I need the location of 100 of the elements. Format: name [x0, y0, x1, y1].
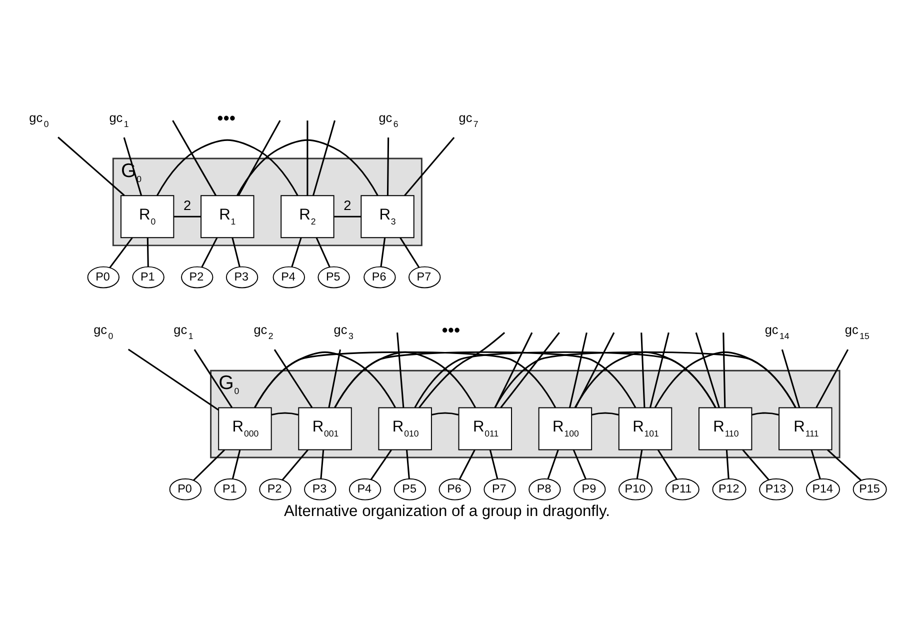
connector — [254, 350, 556, 408]
connector — [458, 449, 476, 480]
node-ellipse: P1 — [132, 266, 164, 288]
node-ellipse: P6 — [364, 266, 396, 288]
connector — [742, 448, 770, 480]
connector — [174, 215, 201, 217]
connector — [109, 236, 133, 268]
connector — [781, 348, 800, 408]
connector — [291, 237, 302, 267]
node-ellipse: P12 — [712, 478, 746, 500]
connector — [810, 449, 821, 479]
connector — [328, 348, 342, 408]
node-box: R$_{011}$ — [458, 406, 512, 450]
connector — [320, 449, 324, 478]
connector — [816, 348, 849, 408]
connector — [657, 448, 678, 480]
connector — [194, 348, 233, 408]
connector — [752, 412, 779, 415]
node-box: R$_{2}$ — [280, 194, 334, 238]
caption: Alternative organization of a group in dragonfly. — [284, 502, 610, 520]
connector — [370, 448, 392, 480]
node-ellipse: P5 — [394, 478, 426, 500]
connector — [414, 350, 716, 408]
node-ellipse: P2 — [259, 478, 292, 500]
node-text: gc$_{14}$ — [764, 322, 790, 340]
connector — [232, 449, 241, 479]
node-ellipse: P7 — [408, 266, 441, 288]
node-text: gc$_{2}$ — [254, 322, 274, 340]
node-ellipse: P7 — [484, 478, 516, 500]
connector — [406, 449, 410, 478]
edge-label: 2 — [183, 197, 192, 212]
node-ellipse: P1 — [214, 478, 246, 500]
connector — [334, 215, 361, 217]
connector — [654, 350, 796, 408]
node-ellipse: P0 — [87, 266, 120, 288]
connector — [201, 236, 218, 267]
node-box: R$_{010}$ — [378, 406, 432, 450]
node-box: R$_{000}$ — [218, 406, 272, 450]
node-text: gc$_{0}$ — [94, 322, 114, 340]
connector — [500, 332, 560, 408]
connector — [695, 332, 720, 408]
connector — [722, 332, 726, 408]
connector — [726, 449, 730, 478]
connector — [574, 332, 615, 408]
connector — [232, 237, 240, 266]
node-text: gc$_{7}$ — [458, 110, 478, 128]
node-box: R$_{111}$ — [778, 406, 832, 450]
connector — [494, 332, 533, 408]
node-text: gc$_{6}$ — [378, 110, 398, 128]
node-ellipse: P15 — [852, 478, 887, 500]
node-ellipse: P3 — [304, 478, 336, 500]
node-ellipse: P9 — [574, 478, 606, 500]
node-ellipse: P11 — [665, 478, 700, 500]
connector — [396, 332, 404, 408]
connector — [334, 350, 636, 408]
connector — [172, 120, 217, 196]
node-box: R$_{3}$ — [360, 194, 414, 238]
node-box: R$_{0}$ — [120, 194, 174, 238]
connector — [271, 412, 298, 415]
node-ellipse: P10 — [618, 478, 653, 500]
node-text: gc$_{3}$ — [334, 322, 354, 340]
connector — [432, 412, 459, 415]
connector — [192, 448, 226, 480]
connector — [146, 237, 149, 266]
connector — [236, 138, 378, 196]
node-box: R$_{100}$ — [538, 406, 592, 450]
connector — [316, 236, 330, 267]
node-text: gc$_{1}$ — [109, 110, 129, 128]
connector — [827, 448, 862, 480]
node-ellipse: P6 — [438, 478, 471, 500]
label: ••• — [217, 107, 236, 128]
node-box: R$_{101}$ — [618, 406, 672, 450]
connector — [128, 348, 219, 410]
node-ellipse: P13 — [759, 478, 794, 500]
connector — [404, 136, 455, 196]
node-ellipse: P4 — [348, 478, 382, 500]
connector — [636, 449, 643, 478]
connector — [400, 236, 420, 268]
node-ellipse: P0 — [169, 478, 202, 500]
connector — [649, 332, 670, 408]
edge-label: 2 — [344, 197, 352, 212]
connector — [386, 136, 390, 195]
node-box: R$_{001}$ — [298, 406, 352, 450]
connector — [418, 332, 506, 408]
connector — [282, 448, 308, 480]
connector — [547, 449, 559, 479]
node-ellipse: P2 — [181, 266, 214, 288]
node-ellipse: P4 — [272, 266, 306, 288]
node-text: gc$_{15}$ — [844, 322, 870, 340]
connector — [306, 120, 308, 196]
connector — [238, 120, 281, 196]
connector — [574, 350, 716, 408]
node-text: gc$_{1}$ — [174, 322, 194, 340]
connector — [489, 449, 498, 479]
node-box: R$_{110}$ — [698, 406, 752, 450]
connector — [572, 449, 586, 479]
connector — [58, 136, 125, 196]
node-ellipse: P3 — [226, 266, 258, 288]
node-ellipse: P5 — [318, 266, 350, 288]
connector — [640, 332, 646, 408]
